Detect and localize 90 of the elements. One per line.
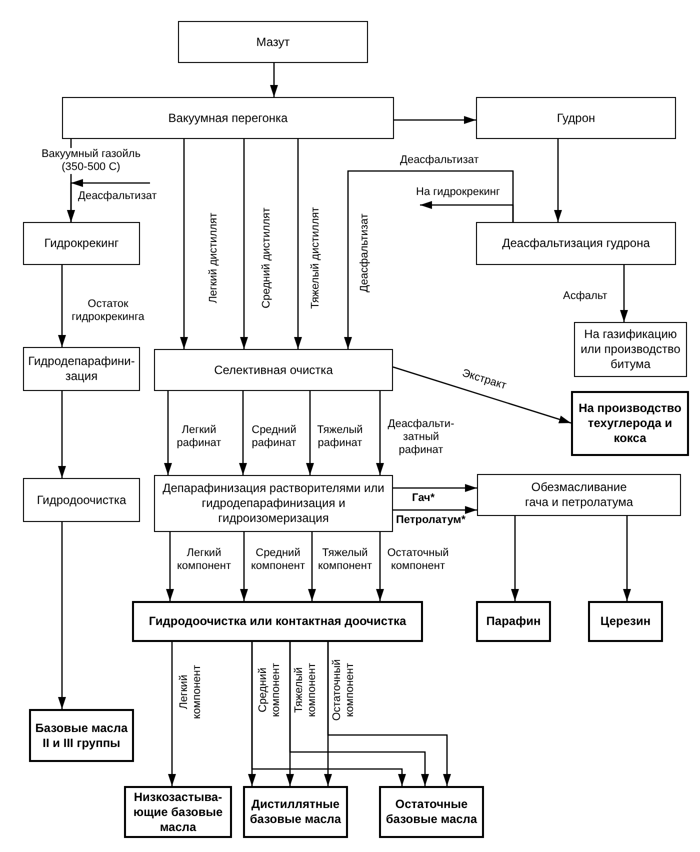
- arrow: [344, 170, 514, 349]
- product-box: [132, 601, 423, 642]
- box-label: Парафин: [486, 614, 541, 629]
- edge-label: Тяжелый дистиллят: [310, 207, 322, 309]
- box-label: Селективная очистка: [214, 362, 333, 378]
- edge-label: Деасфальтизат: [400, 154, 479, 167]
- box-label: Низкозастыва-ющие базовые масла: [132, 790, 224, 834]
- edge-label: Средний дистиллят: [260, 208, 274, 308]
- box-label: Обезмасливание гача и петролатума: [524, 480, 634, 510]
- arrow: [289, 642, 429, 786]
- arrow: [166, 532, 174, 601]
- box-label: На производство техуглерода и кокса: [578, 401, 682, 446]
- arrow: [392, 366, 572, 424]
- arrow: [164, 391, 172, 475]
- box-label: Базовые масла II и III группы: [34, 720, 129, 750]
- box-label: Дистиллятные базовые масла: [248, 797, 342, 827]
- process-box: [62, 97, 394, 139]
- box-label: Гудрон: [556, 110, 596, 126]
- product-box: [379, 786, 484, 838]
- edge-label: Тяжелый рафинат: [316, 424, 364, 450]
- arrow: [376, 532, 384, 601]
- product-box: [476, 601, 551, 642]
- product-box: [124, 786, 232, 838]
- product-box: [571, 391, 689, 456]
- box-label: Мазут: [256, 34, 290, 50]
- product-box: [588, 601, 663, 642]
- edge-label: Легкий компонент: [176, 547, 232, 573]
- edge-label: Гач*: [412, 492, 435, 505]
- process-box: [476, 222, 676, 265]
- arrow: [327, 642, 451, 786]
- box-label: Остаточные базовые масла: [384, 797, 478, 827]
- process-box: [23, 478, 140, 522]
- process-box: [23, 222, 140, 265]
- box-label: Гидродепарафини-зация: [28, 354, 135, 384]
- edge-label: Средний компонент: [257, 662, 283, 719]
- arrow: [58, 391, 66, 478]
- flow-label: Деасфальтизат: [358, 214, 372, 292]
- product-box: [29, 709, 134, 762]
- edge-label: Тяжелый компонент: [317, 547, 373, 573]
- box-label: Гидродоочистка или контактная доочистка: [148, 614, 406, 629]
- arrow: [308, 532, 316, 601]
- arrow: [58, 522, 66, 709]
- arrow: [168, 642, 176, 786]
- process-box: [23, 347, 140, 391]
- box-label: На газификацию или производство битума: [580, 327, 682, 372]
- arrow: [240, 139, 248, 349]
- edge-label: Остаточный компонент: [386, 547, 450, 573]
- arrow: [554, 139, 562, 222]
- edge-label: Легкий рафинат: [176, 424, 222, 450]
- arrow: [393, 484, 477, 492]
- box-label: Вакуумная перегонка: [168, 110, 288, 126]
- edge-label: Деасфальти-затный рафинат: [386, 418, 456, 457]
- box-label: Деасфальтизация гудрона: [502, 236, 650, 251]
- edge-label: Средний рафинат: [250, 424, 298, 450]
- arrow: [239, 391, 247, 475]
- arrow: [420, 201, 514, 222]
- arrow: [180, 139, 188, 349]
- arrow: [376, 391, 384, 475]
- edge-label: На гидрокрекинг: [416, 186, 500, 199]
- edge-label: Тяжелый компонент: [293, 662, 319, 719]
- process-box: [476, 97, 676, 139]
- arrow: [240, 532, 248, 601]
- process-box: [154, 349, 393, 391]
- process-box: [154, 475, 393, 532]
- edge-label: Деасфальтизат: [78, 190, 157, 203]
- arrow: [294, 139, 302, 349]
- arrow: [270, 63, 278, 97]
- edge-label: Петролатум*: [396, 514, 466, 527]
- arrow: [251, 642, 406, 786]
- arrow: [623, 516, 631, 601]
- arrow: [511, 516, 519, 601]
- box-label: Депарафинизация растворителями или гидродепарафинизация и гидроизомеризация: [162, 481, 386, 526]
- process-box: [574, 322, 687, 377]
- process-box: [477, 474, 681, 516]
- arrow: [58, 265, 66, 347]
- box-label: Гидрокрекинг: [44, 236, 119, 251]
- arrow: [620, 265, 628, 322]
- arrow: [393, 506, 477, 514]
- edge-label: Асфальт: [563, 290, 608, 303]
- edge-label: Остаточный компонент: [331, 658, 357, 723]
- edge-label: Остаток гидрокрекинга: [70, 298, 146, 324]
- box-label: Церезин: [600, 614, 651, 629]
- edge-label: Легкий компонент: [178, 664, 204, 721]
- edge-label: Легкий дистиллят: [208, 212, 220, 304]
- process-box: [178, 21, 368, 63]
- edge-label: Средний компонент: [250, 547, 306, 573]
- arrow: [306, 391, 314, 475]
- arrow: [394, 116, 476, 124]
- box-label: Гидродоочистка: [36, 492, 126, 508]
- product-box: [243, 786, 348, 838]
